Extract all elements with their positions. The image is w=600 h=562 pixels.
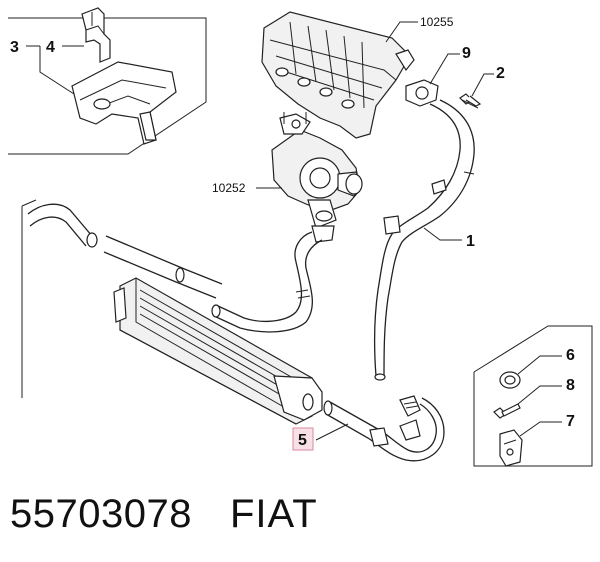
bracket-support-part (71, 61, 177, 145)
part-number: 55703078 (10, 492, 192, 536)
leader-9 (429, 53, 460, 85)
exploded-parts-diagram: 3 4 10255 9 2 (8, 7, 593, 467)
turbocharger (271, 112, 363, 243)
callout-6: 6 (566, 347, 575, 364)
callout-8: 8 (566, 377, 575, 394)
callout-10252: 10252 (212, 181, 246, 195)
callout-3: 3 (10, 39, 19, 56)
leader-2 (471, 73, 494, 97)
bolt-part (459, 93, 482, 109)
screw-part (493, 403, 521, 419)
callout-1: 1 (466, 233, 475, 250)
intercooler (113, 277, 323, 425)
gasket-part (405, 79, 439, 107)
leader-7 (519, 421, 562, 437)
turbo-outlet-hose (211, 231, 323, 333)
leader-5 (315, 423, 349, 441)
callout-5: 5 (298, 432, 307, 449)
callout-9: 9 (462, 45, 471, 62)
callout-2: 2 (496, 65, 505, 82)
callout-7: 7 (566, 413, 575, 430)
leader-1 (423, 227, 462, 241)
intake-manifold (261, 11, 415, 139)
brand-name: FIAT (229, 492, 318, 536)
bracket-clip-part (81, 7, 111, 63)
sealing-ring-part (499, 371, 521, 389)
highlight-box-5 (292, 427, 314, 451)
inset-frame-top-left (8, 17, 207, 155)
leader-6 (517, 355, 562, 375)
leader-3 (39, 46, 75, 95)
footer: 55703078 FIAT (10, 492, 318, 542)
callout-10255: 10255 (420, 15, 454, 29)
leader-8 (517, 385, 562, 405)
clamp-plate-part (499, 429, 523, 467)
inset-frame-right (473, 325, 593, 467)
callout-4: 4 (46, 39, 55, 56)
turbo-hose-part-5 (323, 395, 445, 462)
intercooler-inlet-hose (27, 203, 223, 299)
leader-10255 (385, 21, 418, 43)
charge-air-pipe-part (374, 99, 475, 381)
